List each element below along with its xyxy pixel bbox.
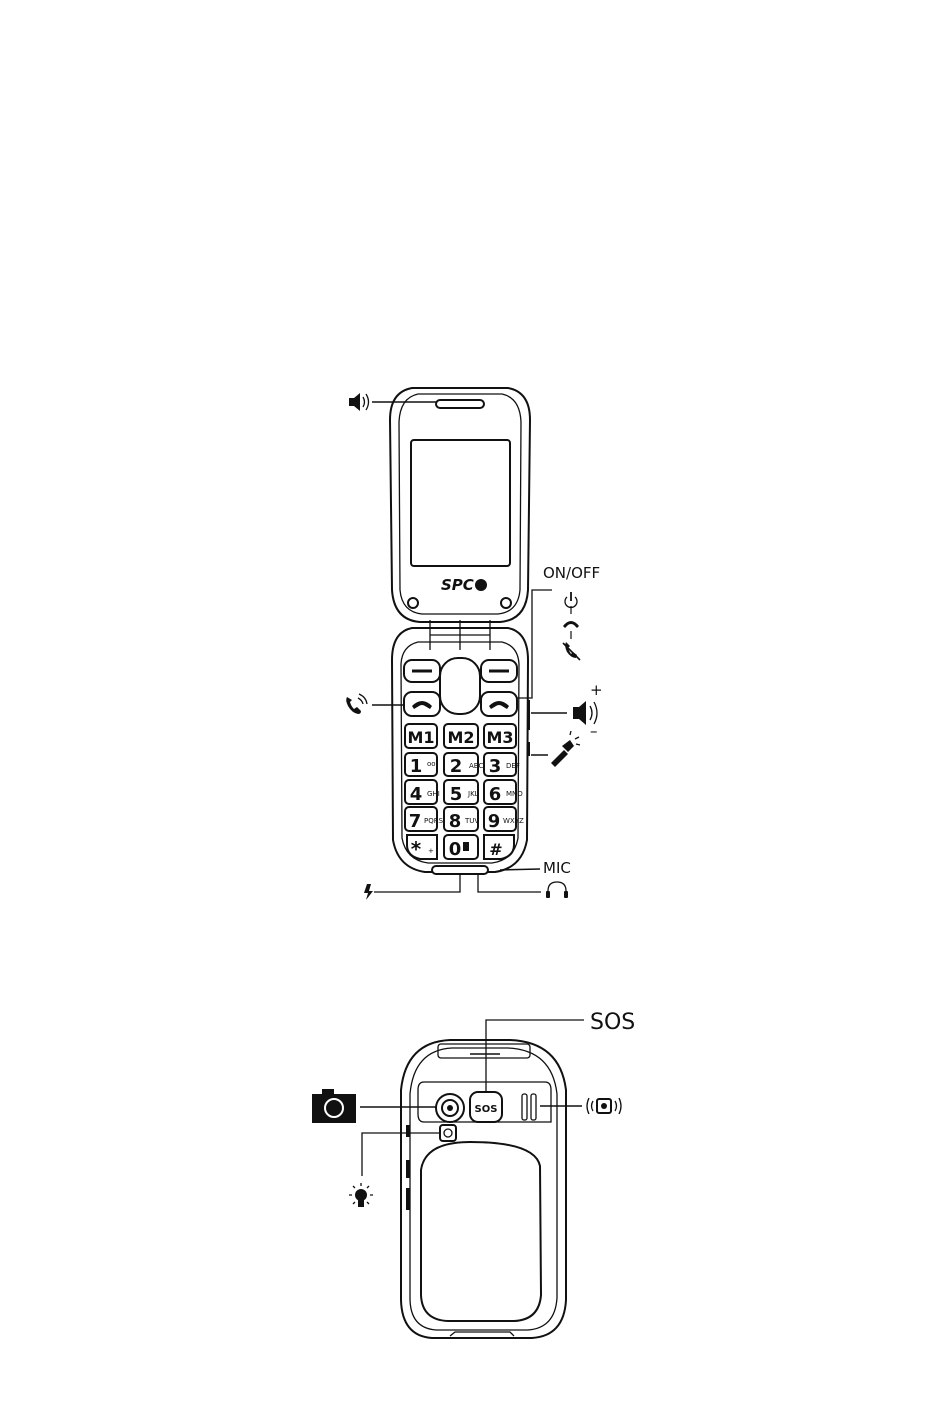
key-4-letters: GHI — [427, 790, 440, 798]
key-0-label: 0 — [449, 839, 462, 860]
key-hash-label: # — [489, 840, 502, 859]
key-star-plus: + — [428, 847, 434, 855]
key-0-lock-icon — [463, 842, 469, 851]
side-flashlight-key[interactable] — [527, 742, 530, 756]
bottom-slot — [450, 1332, 514, 1336]
mute-icon — [563, 642, 580, 660]
lamp-icon — [349, 1183, 373, 1207]
back-side-key-1[interactable] — [406, 1125, 410, 1137]
hinge-screw-right — [501, 598, 511, 608]
key-7-letters: PQRS — [424, 817, 444, 825]
keypad: M1 M2 M3 1 oo 2 ABC 3 DEF 4 GHI 5 JKL 6 … — [405, 724, 524, 861]
key-6-letters: MNO — [506, 790, 523, 798]
key-3-label: 3 — [489, 756, 502, 777]
power-icon — [565, 592, 577, 607]
nav-pad[interactable] — [440, 658, 480, 714]
brand-logo-mark — [475, 579, 487, 591]
sos-label: SOS — [590, 1010, 635, 1035]
key-1-label: 1 — [410, 756, 423, 777]
battery-cover — [421, 1142, 541, 1321]
brand-logo: SPC — [441, 576, 474, 594]
hinge-screw-left — [408, 598, 418, 608]
voicemail-icon: oo — [427, 760, 436, 768]
back-side-key-2[interactable] — [406, 1160, 410, 1178]
charging-port — [432, 866, 488, 874]
flashlight-icon — [551, 731, 580, 767]
vibrate-speaker-icon — [587, 1098, 621, 1114]
speaker-icon — [349, 393, 369, 411]
on-off-label: ON/OFF — [543, 564, 600, 582]
headphones-icon — [546, 882, 568, 898]
key-m3-label: M3 — [486, 728, 513, 747]
key-2-label: 2 — [450, 756, 463, 777]
side-volume-key[interactable] — [527, 700, 530, 730]
key-3-letters: DEF — [506, 762, 520, 770]
key-5-label: 5 — [450, 784, 463, 805]
key-m1-label: M1 — [407, 728, 434, 747]
speaker-grille-1 — [522, 1094, 527, 1120]
key-4-label: 4 — [410, 784, 423, 805]
back-side-key-3[interactable] — [406, 1188, 410, 1210]
hinge — [430, 620, 490, 650]
back-phone: SOS — [401, 1040, 566, 1338]
front-phone: SPC M1 M2 M3 1 — [390, 388, 530, 874]
key-9-letters: WXYZ — [503, 817, 524, 825]
key-2-letters: ABC — [469, 762, 483, 770]
flash-led — [440, 1125, 456, 1141]
charge-icon — [364, 884, 373, 900]
key-8-letters: TUV — [464, 817, 479, 825]
camera-icon — [312, 1089, 356, 1123]
key-7-label: 7 — [409, 811, 422, 832]
key-9-label: 9 — [488, 811, 501, 832]
speaker-grille-2 — [531, 1094, 536, 1120]
key-6-label: 6 — [489, 784, 502, 805]
mic-label: MIC — [543, 859, 571, 877]
key-5-letters: JKL — [467, 790, 479, 798]
earpiece — [436, 400, 484, 408]
volume-plus-label: + — [590, 681, 603, 699]
volume-minus-label: – — [590, 722, 598, 740]
charge-leader — [374, 873, 460, 892]
sos-leader — [486, 1020, 584, 1092]
key-8-label: 8 — [449, 811, 462, 832]
key-star-label: * — [411, 837, 422, 861]
key-m2-label: M2 — [447, 728, 474, 747]
sos-button-label: SOS — [475, 1104, 498, 1115]
hangup-icon — [563, 621, 579, 628]
back-hinge — [438, 1044, 530, 1058]
call-icon — [346, 694, 367, 714]
on-off-leader — [517, 590, 552, 698]
headphones-leader — [478, 873, 541, 892]
display-screen — [411, 440, 510, 566]
